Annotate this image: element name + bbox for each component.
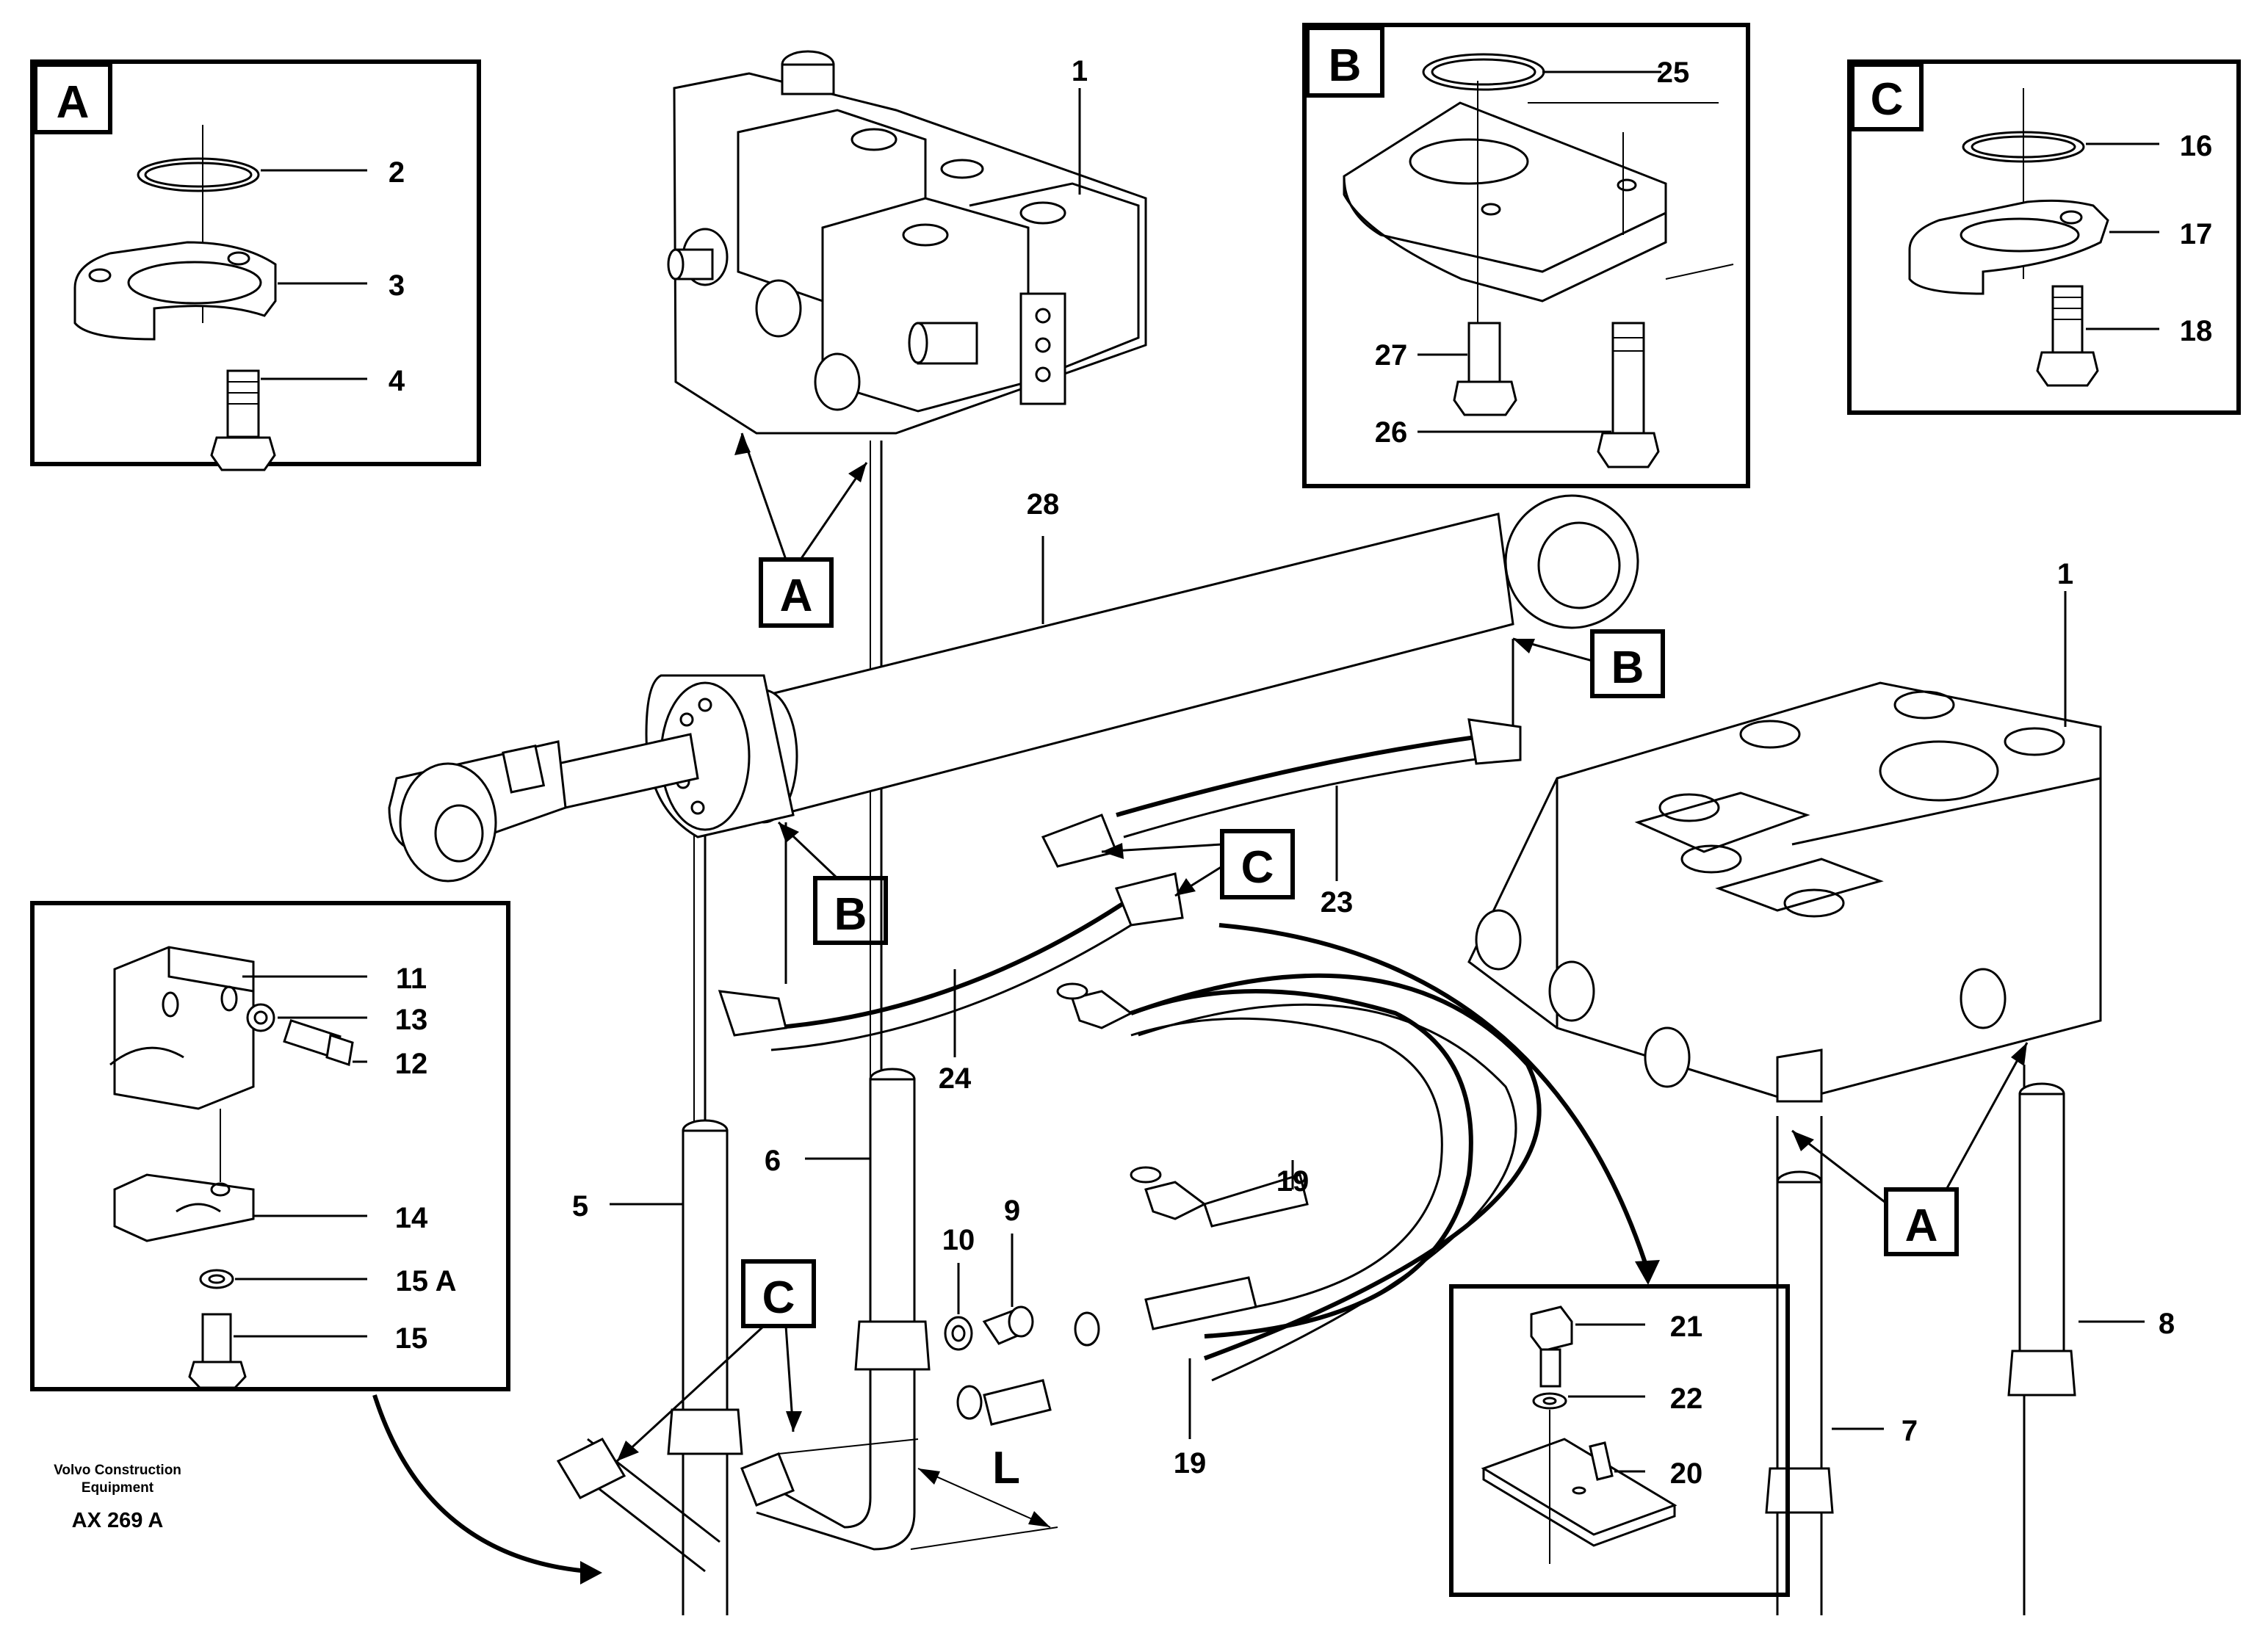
part-number-19-lower: 19 [1174,1447,1207,1479]
company-line-2: Equipment [82,1480,154,1496]
part-number-15: 15 [395,1322,428,1355]
part-number-16: 16 [2180,130,2213,162]
callout-label-b-lower: B [834,889,867,940]
control-valve-right [1467,681,2102,1103]
callout-label-a-right: A [1905,1200,1938,1251]
hoses-19 [956,973,1542,1426]
inset-label-c: C [1871,74,1904,125]
part-number-4: 4 [389,365,405,397]
dimension-label-l: L [992,1443,1020,1493]
part-number-1-top: 1 [1072,55,1088,87]
part-number-22: 22 [1670,1383,1703,1415]
part-number-25: 25 [1657,57,1690,89]
part-number-2: 2 [389,156,405,189]
callout-c-lower: C [615,1259,816,1463]
part-number-10: 10 [942,1224,975,1256]
callout-a-center: A [734,432,868,628]
company-line-1: Volvo Construction [54,1463,181,1478]
part-number-11: 11 [396,963,427,995]
part-number-24: 24 [939,1062,972,1095]
drawing-code: AX 269 A [72,1509,164,1532]
pipes-5-6 [556,1068,931,1615]
hydraulic-cylinder [388,494,1639,883]
part-number-15a: 15 A [395,1265,456,1297]
callout-a-right: A [1791,1042,2029,1256]
part-number-21: 21 [1670,1311,1703,1343]
part-number-13: 13 [395,1004,428,1036]
part-number-26: 26 [1375,416,1408,449]
control-valve-top [667,50,1147,435]
callout-c-center: C [1101,829,1295,899]
part-number-20: 20 [1670,1457,1703,1490]
callout-label-a-center: A [780,570,813,621]
part-number-23: 23 [1321,886,1354,919]
drawing-footer: Volvo Construction Equipment AX 269 A [54,1463,181,1532]
callout-label-c-lower: C [762,1272,795,1323]
inset-bracket: 21 22 20 [1449,1284,1790,1597]
inset-b-cylinder-mount: B 25 27 26 [1302,23,1750,488]
inset-pipe-clamp: 11 13 12 14 15 A 15 [30,901,510,1391]
callout-b-lower: B [777,821,888,945]
callout-label-b-right: B [1611,642,1644,693]
part-number-28: 28 [1027,488,1060,521]
inset-label-a: A [57,77,90,128]
part-number-6: 6 [765,1145,781,1177]
part-number-14: 14 [395,1202,428,1234]
part-number-1-right: 1 [2057,558,2073,590]
dimension-l: L [778,1438,1058,1550]
part-number-17: 17 [2180,218,2213,250]
inset-c-flange-clamp: C 16 17 18 [1847,59,2241,415]
part-number-7: 7 [1902,1415,1918,1447]
part-number-8: 8 [2159,1308,2175,1340]
part-number-18: 18 [2180,315,2213,347]
inset-label-b: B [1329,40,1362,91]
inset-a-flange-clamp: A 2 3 4 [30,59,481,471]
pipes-7-8 [1765,1065,2076,1615]
callout-b-right: B [1512,629,1665,698]
part-number-12: 12 [395,1048,428,1080]
part-number-5: 5 [572,1190,588,1222]
part-number-19-upper: 19 [1276,1165,1310,1198]
callout-label-c-center: C [1241,842,1274,893]
part-number-9: 9 [1004,1195,1020,1227]
part-number-27: 27 [1375,339,1408,372]
part-number-3: 3 [389,269,405,302]
fittings-9-10 [944,1305,1034,1351]
